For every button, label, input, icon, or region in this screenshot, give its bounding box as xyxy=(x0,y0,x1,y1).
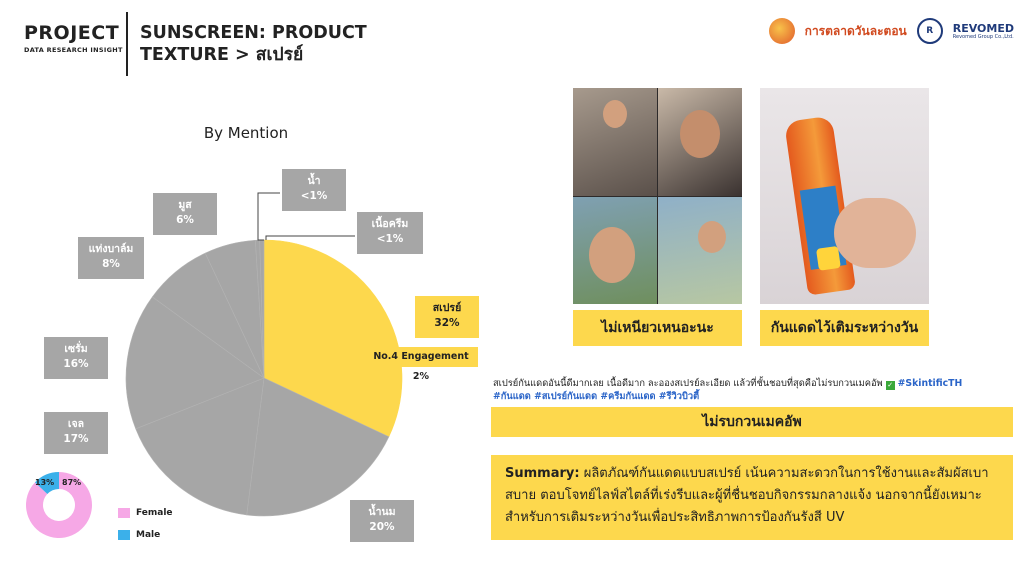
gender-legend: Female Male xyxy=(118,502,173,546)
slice-value: 17% xyxy=(63,433,89,445)
slice-value: <1% xyxy=(376,233,404,245)
banner-non-sticky: ไม่เหนียวเหนอะนะ xyxy=(573,310,742,346)
slice-label-milk: น้ำนม 20% xyxy=(350,500,414,542)
revomed-logo-subtext: Revomed Group Co.,Ltd. xyxy=(952,33,1014,40)
donut-label-female: 87% xyxy=(62,478,82,487)
engagement-annotation: No.4 Engagement 2% xyxy=(364,347,478,382)
brand-subtitle: DATA RESEARCH INSIGHT xyxy=(24,46,123,54)
page-title-line2: TEXTURE > สเปรย์ xyxy=(140,45,304,65)
slice-name: เซรั่ม xyxy=(64,343,88,355)
summary-text: ผลิตภัณฑ์กันแดดแบบสเปรย์ เน้นความสะดวกใน… xyxy=(505,466,989,525)
slice-name: เนื้อครีม xyxy=(371,218,409,230)
brand-block: PROJECT DATA RESEARCH INSIGHT xyxy=(24,22,123,54)
header-divider xyxy=(126,12,128,76)
banner-makeup: ไม่รบกวนเมคอัพ xyxy=(491,407,1013,437)
product-photo xyxy=(760,88,929,304)
marketing-logo-icon xyxy=(768,18,795,44)
leader-line-water xyxy=(257,192,280,241)
review-caption: สเปรย์กันแดดอันนี้ดีมากเลย เนื้อดีมาก ละ… xyxy=(493,377,1013,403)
banner-reapply: กันแดดไว้เติมระหว่างวัน xyxy=(760,310,929,346)
revomed-logo-icon: R xyxy=(916,18,943,44)
slice-value: 16% xyxy=(63,358,89,370)
mention-pie-chart xyxy=(125,192,403,517)
slice-label-water: น้ำ <1% xyxy=(282,169,346,211)
donut-slice-female xyxy=(25,472,92,538)
female-swatch-icon xyxy=(118,508,130,518)
summary-box: Summary: ผลิตภัณฑ์กันแดดแบบสเปรย์ เน้นคว… xyxy=(491,455,1013,540)
summary-label: Summary: xyxy=(505,466,580,481)
page-title-line1: SUNSCREEN: PRODUCT xyxy=(140,23,367,43)
slice-value: 6% xyxy=(176,214,194,226)
pie-slice-1 xyxy=(246,377,390,517)
page-title: SUNSCREEN: PRODUCT TEXTURE > สเปรย์ xyxy=(140,22,367,66)
brand-title: PROJECT xyxy=(24,22,120,44)
caption-hashtags[interactable]: #กันแดด #สเปรย์กันแดด #ครีมกันแดด #รีวิว… xyxy=(493,391,700,402)
legend-label: Male xyxy=(136,530,161,540)
revomed-logo-text: REVOMED xyxy=(952,21,1014,35)
male-swatch-icon xyxy=(118,530,130,540)
slice-name: น้ำนม xyxy=(368,506,396,518)
slice-value: 20% xyxy=(369,521,395,533)
caption-text: สเปรย์กันแดดอันนี้ดีมากเลย เนื้อดีมาก ละ… xyxy=(493,378,883,389)
slice-label-gel: เจล 17% xyxy=(44,412,108,454)
legend-item-female: Female xyxy=(118,502,173,524)
slice-name: เจล xyxy=(67,418,85,430)
leader-line-cream xyxy=(265,235,355,240)
slice-label-mousse: มูส 6% xyxy=(153,193,217,235)
slice-label-spray: สเปรย์ 32% xyxy=(415,296,479,338)
partner-logos: การตลาดวันละตอน R REVOMED Revomed Group … xyxy=(768,18,1014,44)
slice-value: 8% xyxy=(102,258,120,270)
donut-label-male: 13% xyxy=(35,478,55,487)
slice-value: 32% xyxy=(434,317,460,329)
caption-inline-tag[interactable]: #SkintificTH xyxy=(897,378,963,389)
legend-label: Female xyxy=(136,508,173,518)
slice-name: มูส xyxy=(178,199,192,211)
pie-slice-0 xyxy=(263,239,403,438)
slice-name: สเปรย์ xyxy=(432,302,462,314)
gender-donut-chart xyxy=(25,472,92,538)
review-photo-collage xyxy=(573,88,742,304)
donut-slice-male xyxy=(34,472,59,495)
slice-label-balm: แท่งบาล์ม 8% xyxy=(78,237,144,279)
slice-name: แท่งบาล์ม xyxy=(88,243,134,255)
slice-name: น้ำ xyxy=(307,175,321,187)
slice-label-cream: เนื้อครีม <1% xyxy=(357,212,423,254)
pie-slice-3 xyxy=(125,296,265,430)
chart-title: By Mention xyxy=(203,124,289,142)
slice-label-serum: เซรั่ม 16% xyxy=(44,337,108,379)
checkmark-icon: ✓ xyxy=(885,381,895,390)
pie-slice-2 xyxy=(135,377,265,516)
marketing-logo-text: การตลาดวันละตอน xyxy=(804,23,907,38)
legend-item-male: Male xyxy=(118,524,173,546)
slice-value: <1% xyxy=(300,190,328,202)
